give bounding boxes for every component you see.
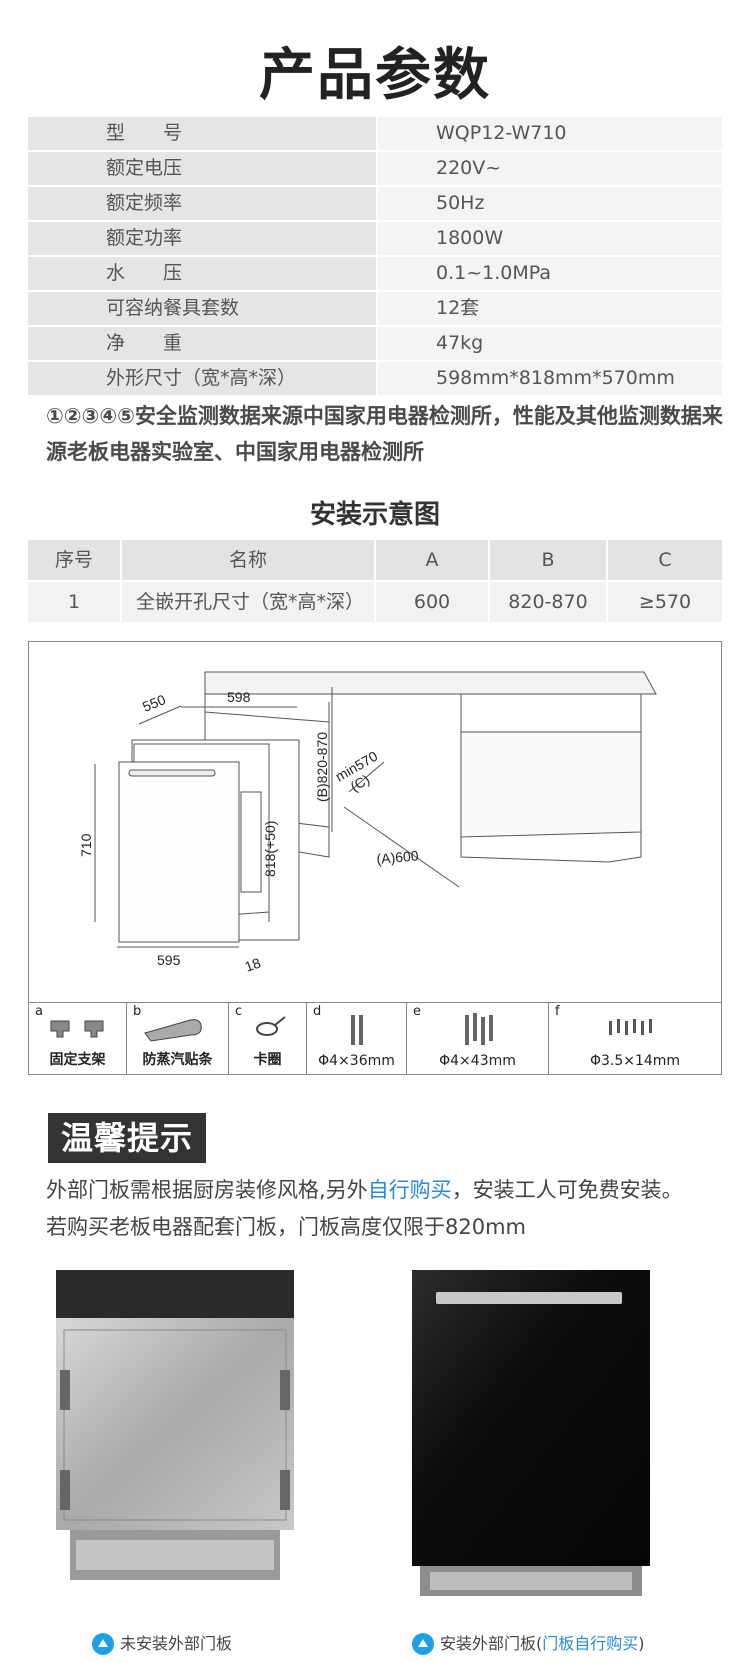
install-table: 序号 名称 A B C 1 全嵌开孔尺寸（宽*高*深） 600 820-870 … <box>28 540 722 624</box>
small-screw-icon <box>609 1019 652 1035</box>
spec-value: 598mm*818mm*570mm <box>378 362 722 395</box>
part-letter: c <box>235 1004 243 1019</box>
header-cell: C <box>608 540 722 580</box>
tips-highlight: 自行购买 <box>367 1178 452 1202</box>
right-caption: 安装外部门板(门板自行购买) <box>412 1632 645 1656</box>
spec-key: 额定频率 <box>28 187 376 220</box>
dim-598: 598 <box>227 689 251 705</box>
spec-value: 50Hz <box>378 187 722 220</box>
dim-18: 18 <box>243 954 263 974</box>
spec-value: 1800W <box>378 222 722 255</box>
tips-text: 外部门板需根据厨房装修风格,另外自行购买，安装工人可免费安装。 若购买老板电器配… <box>46 1172 746 1246</box>
part-letter: e <box>413 1004 421 1019</box>
left-caption: 未安装外部门板 <box>92 1632 232 1656</box>
spec-key: 可容纳餐具套数 <box>28 292 376 325</box>
part-label: 卡圈 <box>253 1052 282 1068</box>
part-label: Φ4×43mm <box>439 1053 516 1069</box>
dim-595: 595 <box>157 952 181 968</box>
right-caption-highlight: 门板自行购买 <box>542 1634 639 1653</box>
data-cell: ≥570 <box>608 582 722 622</box>
spec-value: 220V~ <box>378 152 722 185</box>
install-title: 安装示意图 <box>309 500 440 530</box>
page-title: 产品参数 <box>259 43 491 108</box>
part-letter: a <box>35 1004 43 1019</box>
clamp-ring-icon <box>256 1016 286 1036</box>
header-cell: 名称 <box>122 540 374 580</box>
right-caption-b: ) <box>638 1634 645 1653</box>
up-arrow-icon <box>92 1632 114 1655</box>
tips-line1-b: ，安装工人可免费安装。 <box>451 1178 683 1202</box>
part-label: Φ4×36mm <box>318 1053 395 1069</box>
dishwasher-without-panel-image <box>56 1270 294 1580</box>
installation-diagram: 550 598 710 595 18 818(+50) (B)820-870 m… <box>28 641 722 1075</box>
header-cell: B <box>490 540 606 580</box>
bracket-icon <box>50 1020 104 1038</box>
data-source-note: ①②③④⑤安全监测数据来源中国家用电器检测所，性能及其他监测数据来源老板电器实验… <box>46 404 723 464</box>
spec-key: 型 号 <box>28 117 376 150</box>
spec-key: 外形尺寸（宽*高*深） <box>28 362 376 395</box>
spec-value: WQP12-W710 <box>378 117 722 150</box>
tips-badge: 温馨提示 <box>48 1113 206 1163</box>
tips-line1-a: 外部门板需根据厨房装修风格,另外 <box>46 1178 368 1202</box>
spec-value: 12套 <box>378 292 722 325</box>
data-cell: 600 <box>376 582 488 622</box>
dim-818: 818(+50) <box>262 821 278 877</box>
screw-icon <box>351 1015 363 1045</box>
part-f: f Φ3.5×14mm <box>549 1003 721 1075</box>
right-caption-a: 安装外部门板( <box>440 1634 543 1653</box>
up-arrow-icon <box>412 1632 434 1655</box>
data-cell: 820-870 <box>490 582 606 622</box>
left-caption-text: 未安装外部门板 <box>120 1634 233 1653</box>
spec-key: 额定功率 <box>28 222 376 255</box>
install-data-row: 1 全嵌开孔尺寸（宽*高*深） 600 820-870 ≥570 <box>28 582 722 622</box>
data-cell: 1 <box>28 582 120 622</box>
spec-value: 0.1~1.0MPa <box>378 257 722 290</box>
spec-key: 水 压 <box>28 257 376 290</box>
part-letter: f <box>555 1004 560 1019</box>
dim-710: 710 <box>78 833 94 857</box>
part-d: d Φ4×36mm <box>307 1003 407 1075</box>
spec-key: 额定电压 <box>28 152 376 185</box>
accessory-parts: a 固定支架 b 防蒸汽贴条 c 卡圈 d Φ4×36 <box>29 1002 721 1075</box>
part-letter: b <box>133 1004 142 1019</box>
part-label: 防蒸汽贴条 <box>142 1052 213 1068</box>
part-label: Φ3.5×14mm <box>589 1053 681 1069</box>
dim-a: (A)600 <box>376 847 419 867</box>
spec-value: 47kg <box>378 327 722 360</box>
header-cell: A <box>376 540 488 580</box>
spec-key: 净 重 <box>28 327 376 360</box>
part-label: 固定支架 <box>49 1052 106 1068</box>
dim-b: (B)820-870 <box>314 732 330 802</box>
screw-icon <box>465 1013 493 1045</box>
install-header-row: 序号 名称 A B C <box>28 540 722 580</box>
dishwasher-with-panel-image <box>412 1270 650 1596</box>
part-a: a 固定支架 <box>29 1003 127 1075</box>
spec-row: 外形尺寸（宽*高*深） 598mm*818mm*570mm <box>28 362 722 395</box>
part-letter: d <box>313 1004 322 1019</box>
diagram-drawing: 550 598 710 595 18 818(+50) (B)820-870 m… <box>78 671 657 975</box>
dim-550: 550 <box>140 691 168 715</box>
header-cell: 序号 <box>28 540 120 580</box>
tips-line2: 若购买老板电器配套门板，门板高度仅限于820mm <box>46 1215 526 1239</box>
part-e: e Φ4×43mm <box>407 1003 549 1075</box>
data-cell: 全嵌开孔尺寸（宽*高*深） <box>122 582 374 622</box>
part-b: b 防蒸汽贴条 <box>127 1003 229 1075</box>
steam-strip-icon <box>144 1019 202 1042</box>
part-c: c 卡圈 <box>229 1003 307 1075</box>
